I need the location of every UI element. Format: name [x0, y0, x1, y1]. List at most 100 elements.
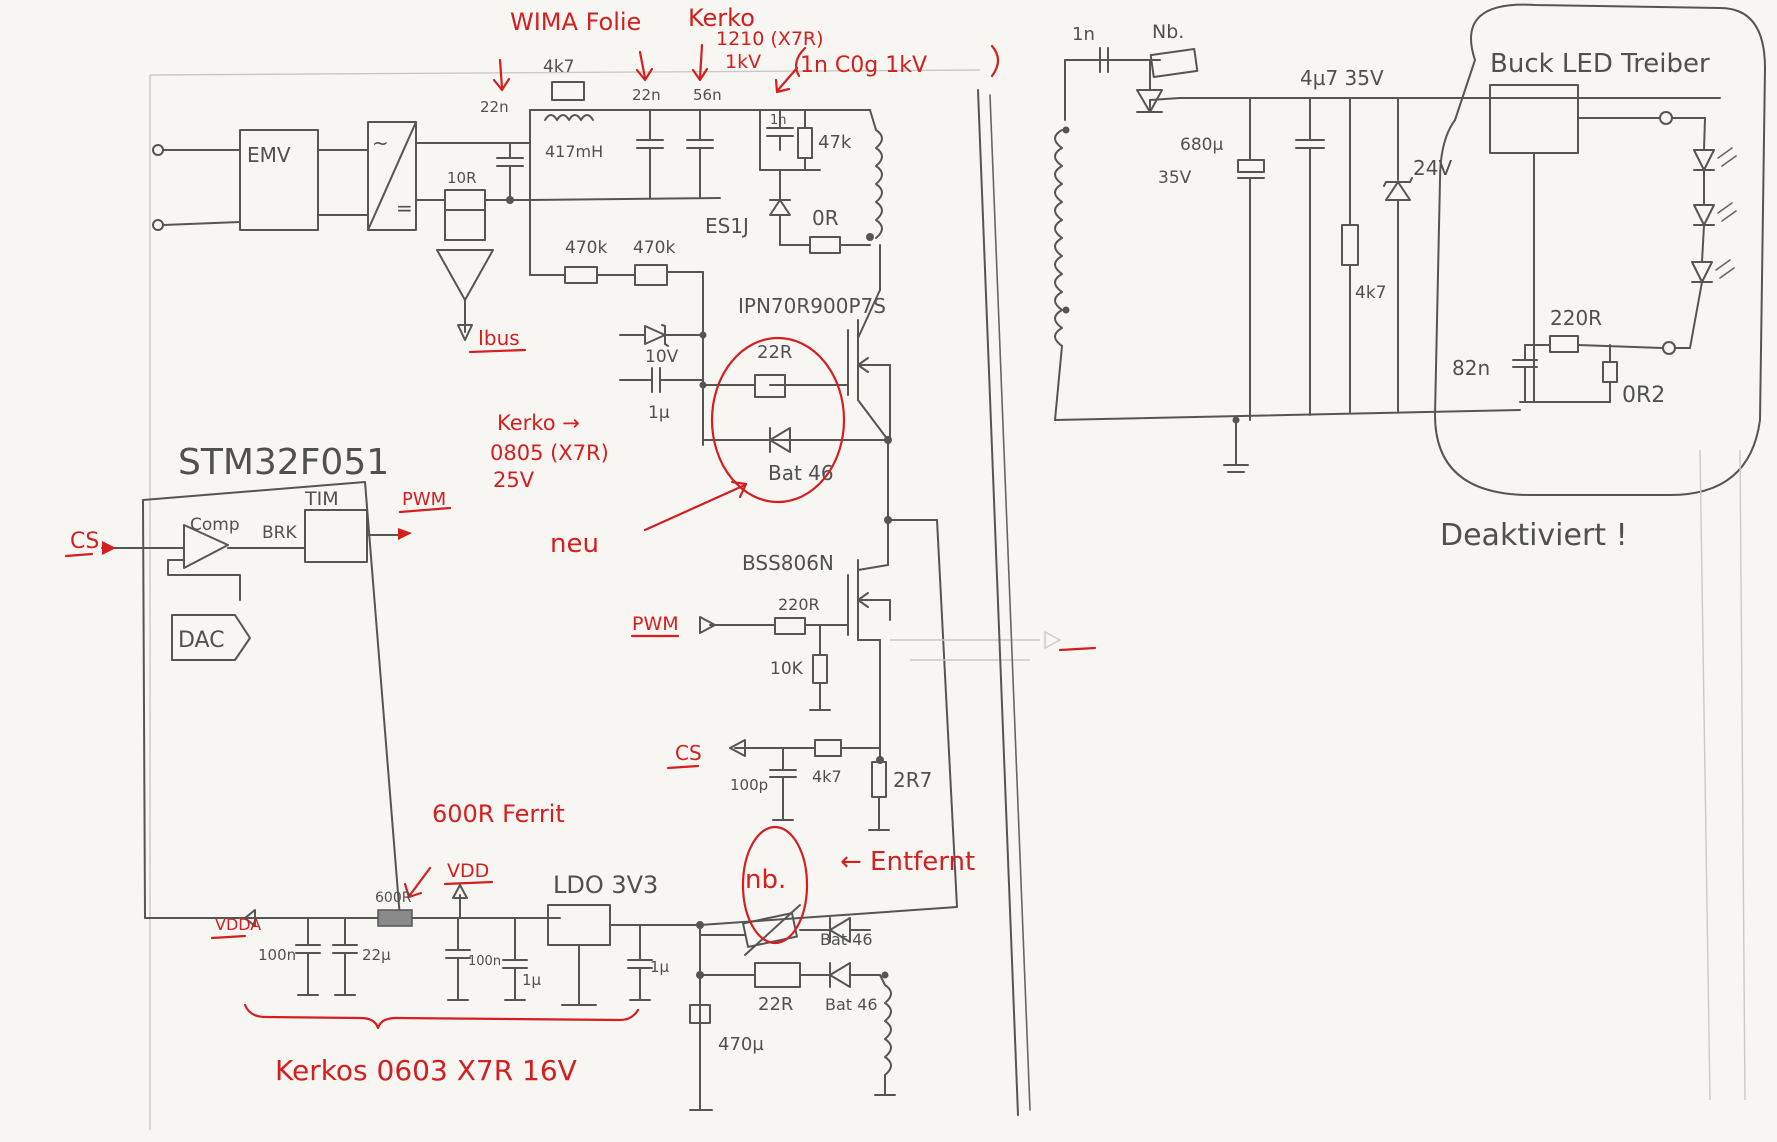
- cap-100p-label: 100p: [730, 776, 768, 794]
- ldo-regulator: [547, 904, 611, 946]
- cap-680u-label: 680µ: [1180, 135, 1223, 155]
- resistor-4k7-sense-label: 4k7: [812, 767, 842, 786]
- resistor-220r-label: 220R: [778, 595, 820, 614]
- deactivated-section-outline: [1434, 3, 1766, 496]
- resistor-220r-gate: [774, 617, 806, 635]
- led-out-terminal-top: [1659, 111, 1673, 125]
- resistor-22r-gate: [754, 374, 786, 398]
- cap-22u-label: 22µ: [362, 946, 391, 964]
- mcu-name-label: STM32F051: [178, 442, 389, 483]
- right-schematic: 1n Nb. 680µ 35V 4µ7 35V: [1054, 3, 1766, 553]
- cap-22n-b-label: 22n: [632, 86, 661, 104]
- cap-56n-label: 56n: [693, 86, 722, 104]
- mosfet-bss-label: BSS806N: [742, 551, 834, 575]
- resistor-22r-b: [754, 962, 801, 988]
- cap-100n-b-label: 100n: [468, 954, 501, 969]
- ibus-sense-amplifier: [436, 249, 494, 301]
- resistor-10k: [812, 654, 828, 684]
- pwm-in-label: PWM: [632, 613, 679, 635]
- choke-417mh: [544, 114, 594, 121]
- note-entfernt: ← Entfernt: [840, 847, 975, 877]
- input-terminal-top: [152, 144, 164, 156]
- red-circle-new-part: [710, 336, 846, 504]
- vdda-label: VDDA: [215, 915, 261, 934]
- brk-label: BRK: [262, 523, 297, 543]
- ferrite-bead-label: 600R: [375, 890, 412, 906]
- resistor-0r2: [1602, 361, 1618, 383]
- timer-block: [304, 509, 368, 563]
- cap-22n-a-label: 22n: [480, 98, 509, 116]
- resistor-470k-b-label: 470k: [633, 238, 675, 258]
- cs-in-arrow: [102, 541, 116, 555]
- resistor-4k7-label: 4k7: [543, 57, 574, 77]
- note-600r-ferrit: 600R Ferrit: [432, 800, 565, 828]
- choke-417mh-label: 417mH: [545, 142, 603, 161]
- right-resistor-220r-label: 220R: [1550, 306, 1602, 330]
- pwm-out-arrow: [398, 528, 412, 540]
- buck-led-driver-label: Buck LED Treiber: [1490, 49, 1710, 79]
- note-25v: 25V: [493, 468, 535, 492]
- resistor-10r: [444, 189, 486, 211]
- diode-es1j: [769, 199, 791, 216]
- vdda-arrow: [244, 909, 256, 927]
- note-kerko-0805: Kerko →: [497, 411, 580, 435]
- note-deaktiviert: Deaktiviert !: [1440, 518, 1628, 553]
- resistor-0r-label: 0R: [812, 206, 839, 230]
- cs-out-arrow: [729, 739, 746, 757]
- diode-bat46-b-label: Bat 46: [820, 930, 873, 949]
- zener-24v: [1385, 181, 1411, 201]
- emv-filter-block: [239, 129, 319, 231]
- note-kerko-top: Kerko: [688, 4, 755, 32]
- right-resistor-4k7-label: 4k7: [1355, 283, 1386, 303]
- page-divider-line: [977, 89, 1019, 1116]
- cap-1u-b-label: 1µ: [522, 971, 542, 989]
- ibus-arrow: [457, 324, 473, 341]
- led-out-terminal-bottom: [1662, 341, 1676, 355]
- red-circle-removed: [741, 825, 809, 945]
- paper-show-through: [1699, 449, 1746, 1101]
- pwm-in-arrow: [699, 616, 716, 634]
- resistor-47k: [797, 127, 813, 159]
- note-0805-x7r: 0805 (X7R): [490, 441, 609, 465]
- cap-1u-label: 1µ: [648, 403, 670, 423]
- note-wima-folie: WIMA Folie: [510, 8, 641, 36]
- note-1210-x7r: 1210 (X7R): [716, 28, 824, 50]
- buck-led-driver-block: [1489, 84, 1579, 154]
- emv-label: EMV: [247, 143, 291, 167]
- right-nb-label: Nb.: [1152, 21, 1184, 43]
- kerkos-bracket: [243, 1003, 640, 1030]
- dac-block: [171, 614, 251, 661]
- diode-es1j-label: ES1J: [705, 214, 749, 238]
- removed-part-label: nb.: [745, 865, 786, 895]
- resistor-0r2-label: 0R2: [1622, 383, 1665, 408]
- resistor-4k7-sense: [814, 739, 842, 757]
- timer-label: TIM: [304, 488, 339, 510]
- cap-82n-label: 82n: [1452, 356, 1490, 380]
- cs-sense-label: CS: [675, 741, 702, 765]
- cap-680u: [1237, 159, 1265, 173]
- flyback-transformer-primary: [875, 129, 883, 239]
- comparator-label: Comp: [190, 515, 240, 535]
- cap-1n-label: 1n: [770, 113, 787, 128]
- rectifier-block: [367, 121, 417, 231]
- diode-bat46-c-label: Bat 46: [825, 995, 878, 1014]
- vdd-arrow: [452, 884, 468, 899]
- resistor-470k-a-label: 470k: [565, 238, 607, 258]
- led-2: [1693, 202, 1737, 226]
- zener-24v-label: 24V: [1413, 156, 1452, 180]
- resistor-4k7-damp: [551, 81, 585, 101]
- note-neu: neu: [550, 529, 599, 559]
- cap-470u-label: 470µ: [718, 1034, 764, 1055]
- resistor-0r: [809, 236, 841, 254]
- cap-1u-c-label: 1µ: [650, 958, 670, 976]
- input-terminal-bottom: [152, 219, 164, 231]
- zener-10v: [644, 325, 666, 345]
- cap-35v-label: 35V: [1158, 168, 1192, 188]
- diode-bat46-c: [829, 962, 851, 988]
- ibus-label: Ibus: [478, 326, 520, 350]
- cap-100n-a-label: 100n: [258, 946, 296, 964]
- led-3: [1691, 259, 1735, 283]
- resistor-47k-label: 47k: [818, 132, 852, 153]
